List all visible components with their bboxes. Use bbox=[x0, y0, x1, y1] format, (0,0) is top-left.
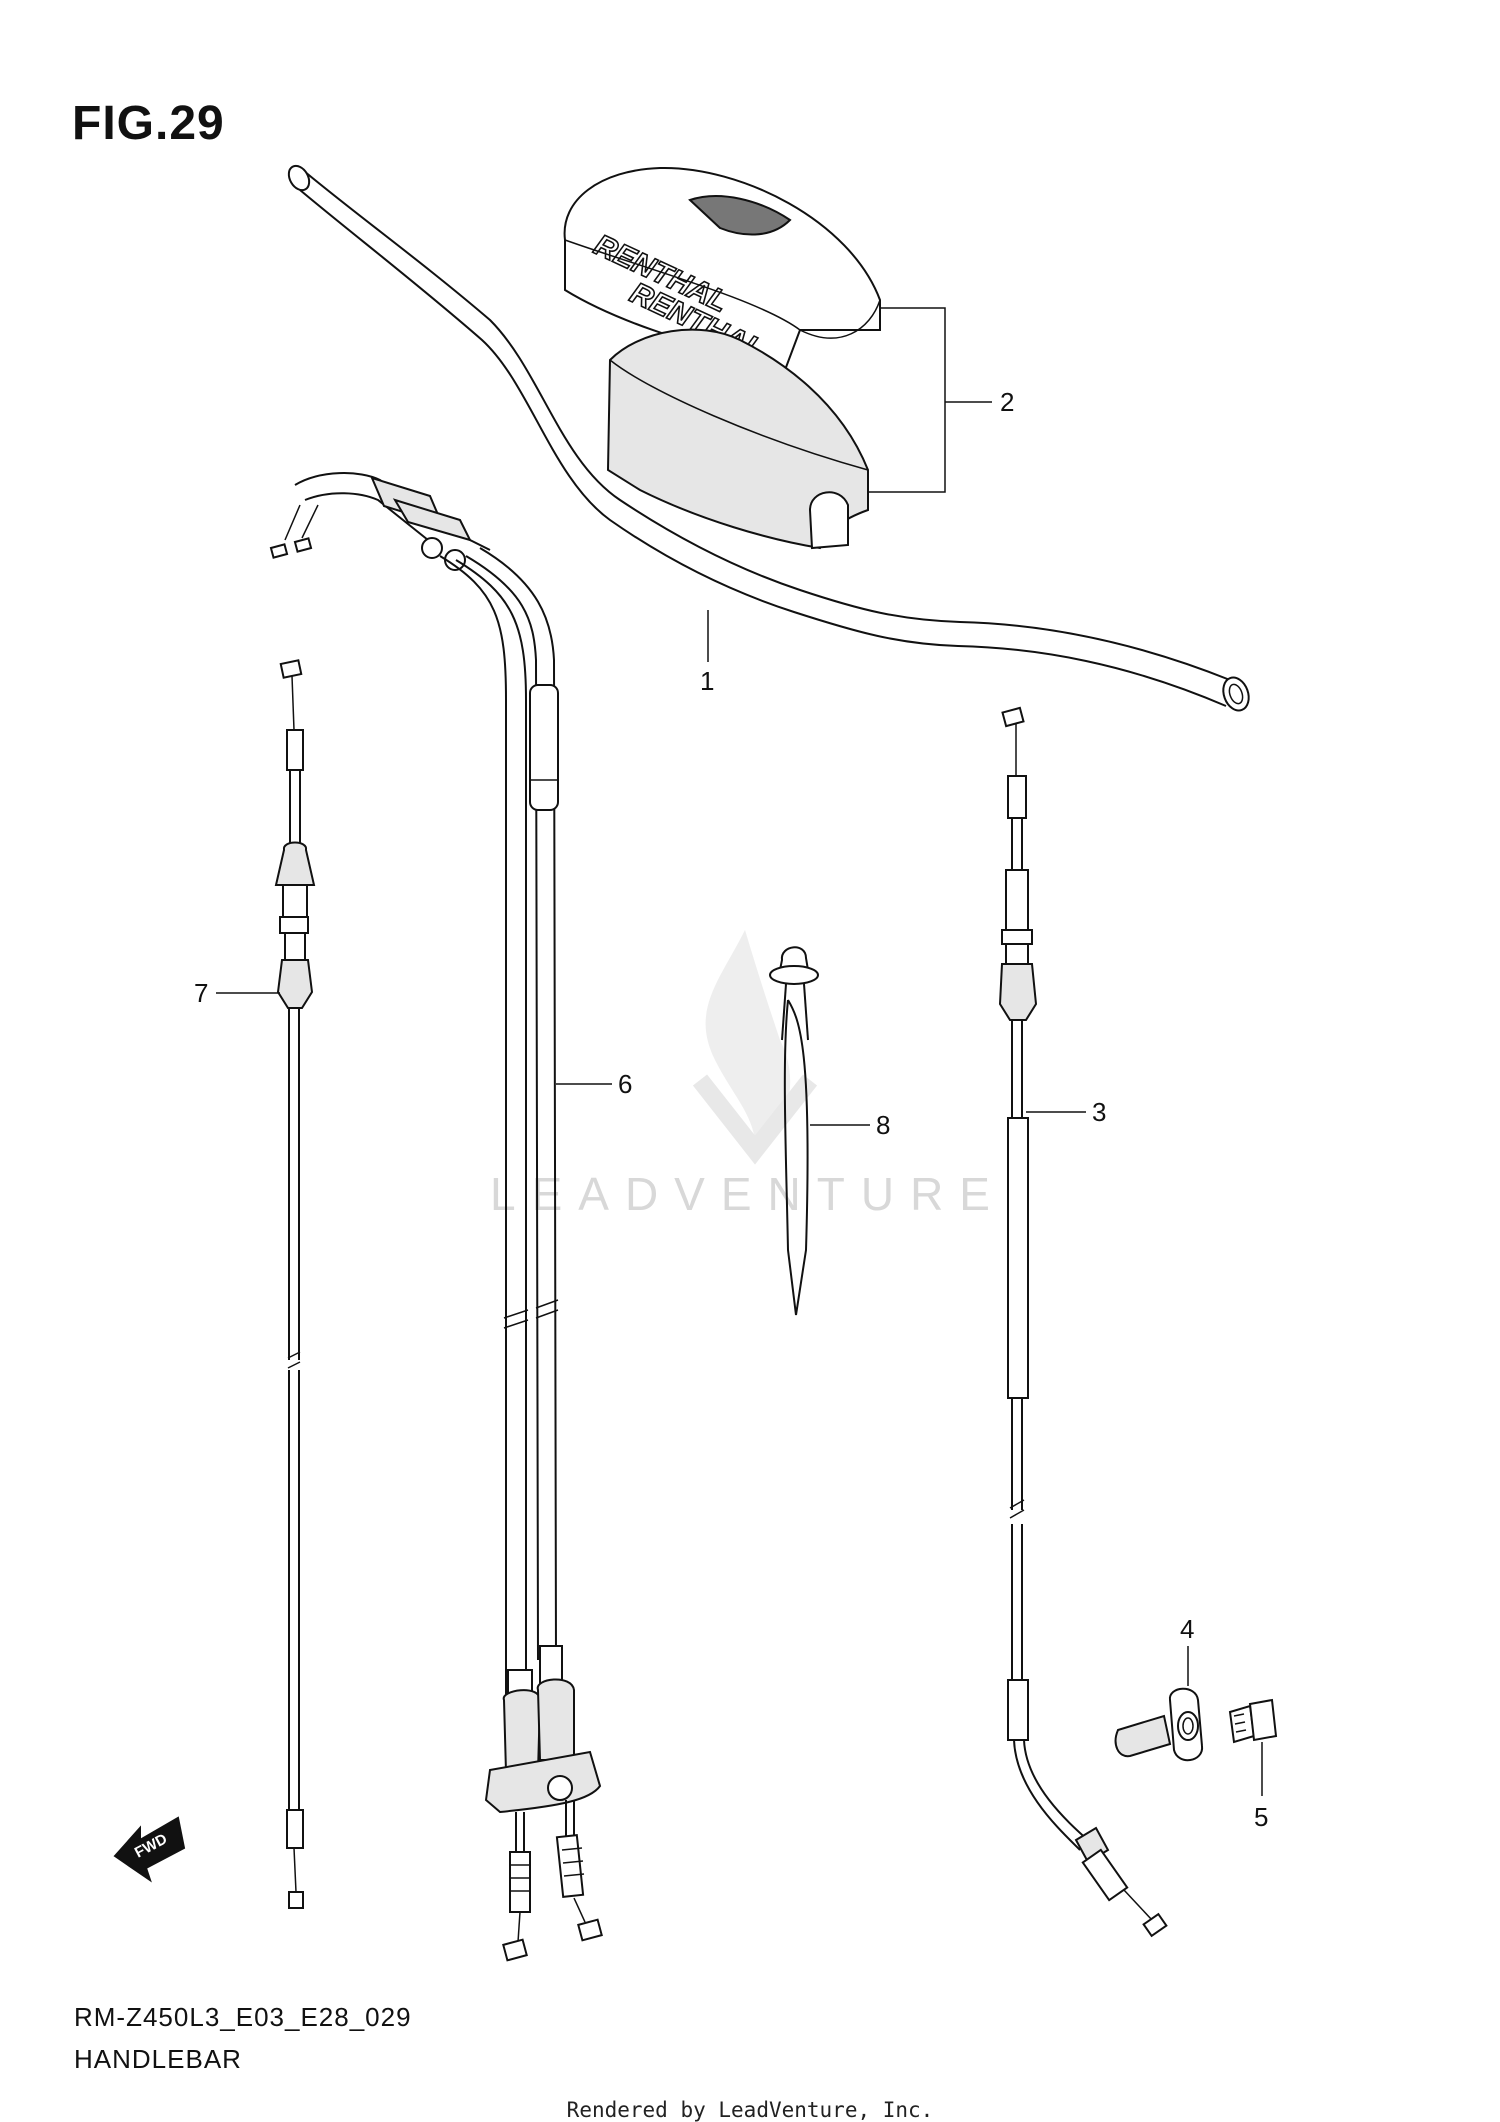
cable-tie bbox=[769, 946, 819, 1316]
cable-7 bbox=[274, 659, 316, 1909]
callout-1: 1 bbox=[700, 666, 714, 696]
rendered-by-credit: Rendered by LeadVenture, Inc. bbox=[566, 2098, 934, 2122]
handlebar bbox=[287, 164, 1250, 712]
clamp bbox=[1114, 1687, 1204, 1761]
callout-6: 6 bbox=[618, 1069, 632, 1099]
fwd-arrow-icon: FWD bbox=[113, 1816, 186, 1883]
figure-code: RM-Z450L3_E03_E28_029 bbox=[74, 2002, 412, 2032]
watermark-flame-icon bbox=[705, 930, 791, 1160]
callout-8: 8 bbox=[876, 1110, 890, 1140]
callout-7: 7 bbox=[194, 978, 208, 1008]
bolt bbox=[1228, 1698, 1278, 1744]
figure-title: FIG.29 bbox=[72, 97, 225, 150]
callout-4: 4 bbox=[1180, 1614, 1194, 1644]
callout-5: 5 bbox=[1254, 1802, 1268, 1832]
watermark: LEADVENTURE bbox=[490, 930, 1006, 1220]
figure-name: HANDLEBAR bbox=[74, 2044, 242, 2074]
callout-3: 3 bbox=[1092, 1097, 1106, 1127]
watermark-text: LEADVENTURE bbox=[490, 1168, 1006, 1220]
cable-3 bbox=[998, 706, 1168, 1938]
watermark-v-icon bbox=[692, 1074, 818, 1165]
handlebar-pad: RENTHAL RENTHAL bbox=[563, 166, 881, 550]
callout-2: 2 bbox=[1000, 387, 1014, 417]
throttle-cable bbox=[269, 472, 603, 1962]
